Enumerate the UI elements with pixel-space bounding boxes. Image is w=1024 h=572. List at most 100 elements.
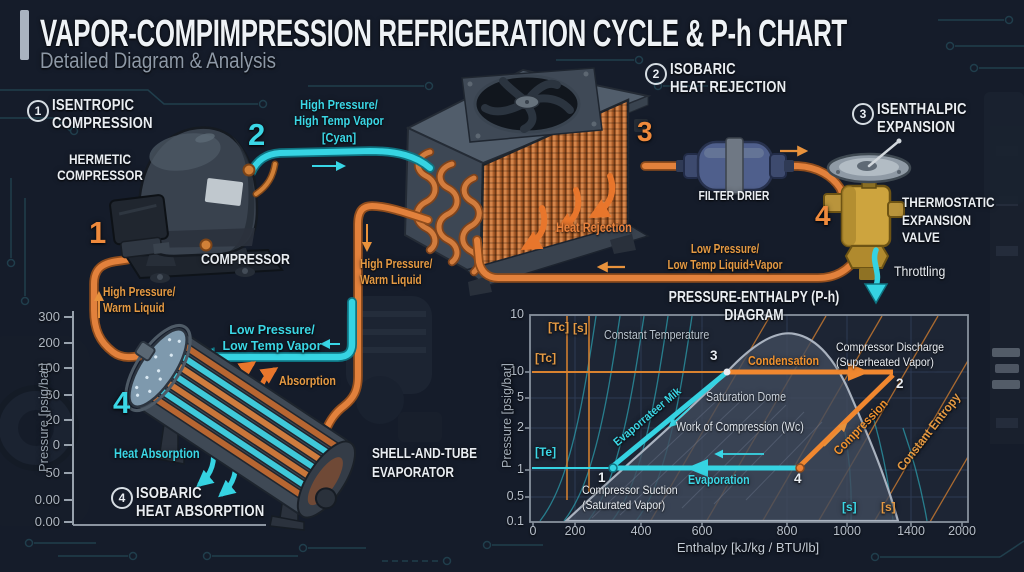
saturation-dome-label: Saturation Dome <box>706 389 787 404</box>
throttling-arrow <box>871 247 881 289</box>
condenser-out-flow-label: High Pressure/ Warm Liquid <box>360 257 433 288</box>
s-marker-bottom-cyan: [s] <box>842 500 857 514</box>
step-3-title: ISENTHALPIC EXPANSION <box>877 101 967 137</box>
compressor-junction-box <box>109 194 171 259</box>
fan <box>461 67 603 143</box>
left-axis-tick-50: 50 <box>45 465 60 480</box>
left-axis-tick-100: 100 <box>38 360 60 375</box>
evaporator-tubes <box>143 339 346 505</box>
compressor-unit <box>109 126 284 283</box>
expansion-arrow <box>668 407 691 428</box>
left-axis-tick-300: 300 <box>38 309 60 324</box>
left-axis-tick-20: 20 <box>45 412 60 427</box>
x-tick-400: 400 <box>630 524 652 538</box>
tc-marker-top: [Tc] <box>548 320 570 334</box>
absorption-label: Absorption <box>279 373 336 388</box>
filter-drier-band <box>725 137 744 195</box>
compressor-label: COMPRESSOR <box>201 251 290 268</box>
tc-marker-left: [Tc] <box>535 351 557 365</box>
y-tick-1: 1 <box>517 462 524 476</box>
condensation-label: Condensation <box>748 353 820 368</box>
pump-silhouette <box>0 336 90 526</box>
right-pillar-silhouette <box>984 92 1024 444</box>
x-tick-800: 800 <box>776 524 798 538</box>
left-pressure-axis <box>64 311 266 526</box>
tc-s-marker-lines <box>566 316 590 500</box>
evap-out-flow-label: Low Pressure/ Low Temp Vapor <box>222 323 322 354</box>
cycle-lines <box>608 363 895 477</box>
compression-arrow <box>823 422 848 447</box>
expansion-valve-label: THERMOSTATIC EXPANSION VALVE <box>902 195 995 246</box>
step-2-title: ISOBARIC HEAT REJECTION <box>670 61 787 97</box>
left-axis-tick-000b: 0.00 <box>34 514 60 529</box>
x-tick-600: 600 <box>691 524 713 538</box>
x-tick-2000: 2000 <box>948 524 976 538</box>
cycle-number-4: 4 <box>815 200 831 231</box>
quality-lines <box>591 391 823 519</box>
page-subtitle: Detailed Diagram & Analysis <box>40 48 276 73</box>
heat-rejection-label: Heat Rejection <box>556 219 632 235</box>
step-1-title: ISENTROPIC COMPRESSION <box>52 97 153 133</box>
valve-sensing-bulb-tube <box>867 139 901 168</box>
cycle-number-2: 2 <box>248 117 266 152</box>
title-accent-bar <box>20 10 29 60</box>
left-axis-tick-200: 200 <box>38 335 60 350</box>
suction-flow-label: High Pressure/ Warm Liquid <box>103 285 176 316</box>
cycle-number-1: 1 <box>89 215 107 250</box>
discharge-flow-label: High Pressure/ High Temp Vapor [Cyan] <box>294 98 384 145</box>
x-tick-1400: 1400 <box>897 524 925 538</box>
step-1-circle: 1 <box>27 100 49 122</box>
chart-ticks <box>525 371 963 527</box>
evaporator-label: SHELL-AND-TUBE EVAPORATOR <box>372 446 478 481</box>
point-1-label: 1 <box>598 470 606 485</box>
y-tick-05: 0.5 <box>506 489 524 503</box>
y-tick-5: 5 <box>517 390 524 404</box>
y-tick-10a: 10 <box>510 307 524 321</box>
work-of-compression-label: Work of Compression (Wc) <box>676 419 804 434</box>
y-tick-10b: 10 <box>510 364 524 378</box>
point-3-dot <box>723 368 731 376</box>
throttling-label: Throttling <box>894 263 946 279</box>
discharge-port <box>242 163 256 177</box>
s-marker-top: [s] <box>573 321 588 335</box>
hermetic-compressor-label: HERMETIC COMPRESSOR <box>57 152 143 183</box>
heat-absorption-label: Heat Absorption <box>114 446 200 461</box>
point-3-label: 3 <box>710 348 718 363</box>
compressor-suction-label: Compressor Suction (Saturated Vapor) <box>582 483 678 512</box>
y-axis-label: Pressure [psig/bar] <box>500 363 514 468</box>
step-4-circle: 4 <box>111 487 133 509</box>
point-4-dot <box>795 463 805 473</box>
x-tick-200: 200 <box>564 524 586 538</box>
x-tick-0: 0 <box>529 524 537 538</box>
step-2-circle: 2 <box>645 63 667 85</box>
filter-drier <box>676 137 794 195</box>
y-tick-01: 0.1 <box>506 514 524 528</box>
condenser-unit <box>403 67 652 296</box>
condensation-arrowhead <box>848 363 870 381</box>
left-axis-tick-000a: 0.00 <box>34 492 60 507</box>
step-4-title: ISOBARIC HEAT ABSORPTION <box>136 485 265 521</box>
ph-chart-title: PRESSURE-ENTHALPY (P-h) DIAGRAM <box>668 289 840 325</box>
left-cap-speckles <box>135 338 181 397</box>
y-tick-2: 2 <box>517 420 524 434</box>
evaporator-unit <box>124 324 356 531</box>
evaporator-number-4: 4 <box>113 385 131 420</box>
motor-silhouette <box>346 296 442 442</box>
chart-frame <box>529 314 969 523</box>
suction-port <box>199 238 213 252</box>
liquid-vapor-flow-label: Low Pressure/ Low Temp Liquid+Vapor <box>667 242 783 273</box>
evaporation-arrowhead <box>686 459 708 477</box>
point-1-dot <box>608 463 618 473</box>
filter-drier-label: FILTER DRIER <box>698 188 770 203</box>
left-axis-tick-0: 0 <box>52 437 60 452</box>
step-3-circle: 3 <box>852 103 874 125</box>
heat-rejection-arrows <box>520 173 616 251</box>
compression-line <box>798 373 895 468</box>
x-axis-label: Enthalpy [kJ/kg / BTU/lb] <box>676 540 820 555</box>
left-axis-tick-60: 60 <box>45 387 60 402</box>
evaporation-label: Evaporation <box>688 472 750 487</box>
x-tick-1000: 1000 <box>833 524 861 538</box>
constant-temperature-label: Constant Temperature <box>604 327 710 342</box>
expansion-valve <box>823 138 912 305</box>
